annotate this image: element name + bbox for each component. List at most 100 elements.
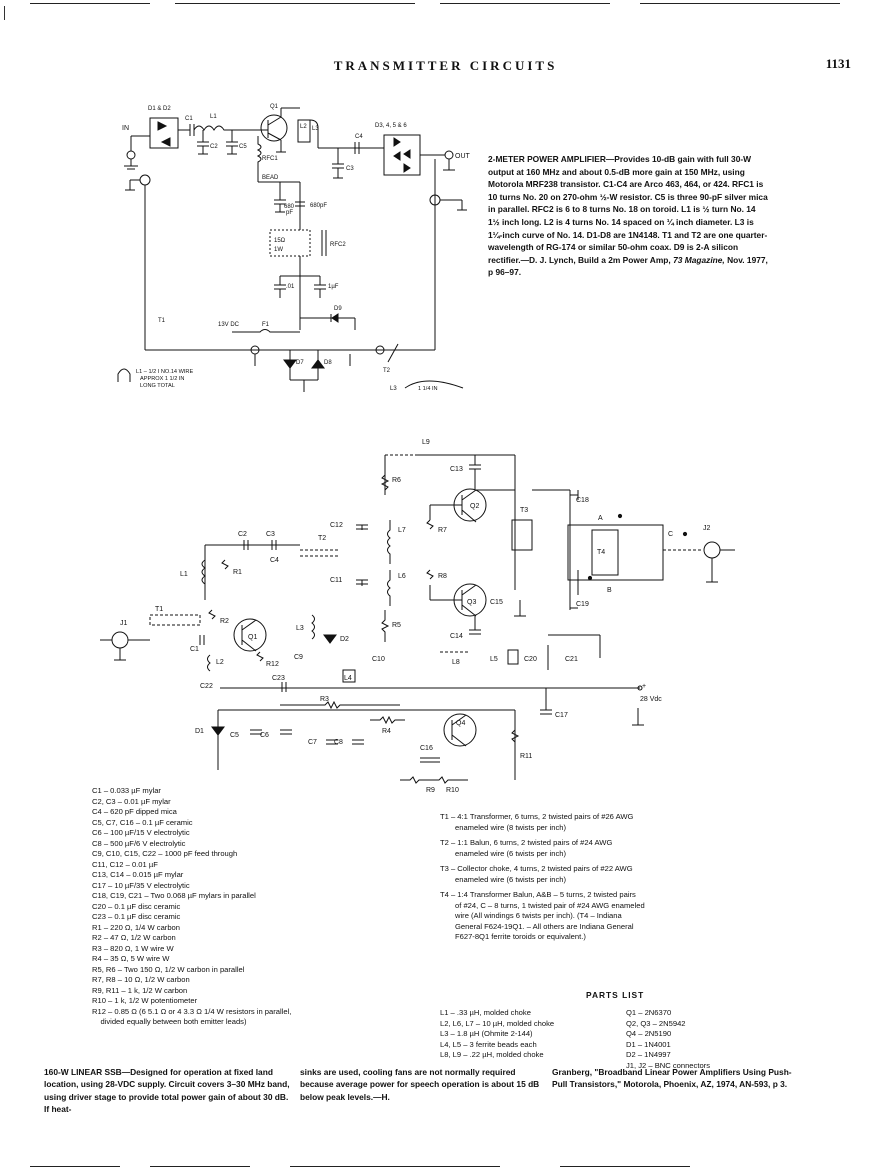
component-list: C1 – 0.033 µF mylar C2, C3 – 0.01 µF myl… <box>92 786 291 1028</box>
component-item: R10 – 1 k, 1/2 W potentiometer <box>92 996 198 1005</box>
transformer-t4: T4 – 1:4 Transformer Balun, A&B – 5 turn… <box>440 890 645 941</box>
fig2-label-r8: R8 <box>438 573 447 580</box>
transformer-t2: T2 – 1:1 Balun, 6 turns, 2 twisted pairs… <box>440 838 613 858</box>
parts-list-right: Q1 – 2N6370 Q2, Q3 – 2N5942 Q4 – 2N5190 … <box>626 1008 710 1071</box>
transistor-q4 <box>443 713 477 747</box>
component-item: C8 – 500 µF/6 V electrolytic <box>92 838 186 848</box>
fig2-label-l3: L3 <box>296 625 304 632</box>
schematic-160w-linear: L9 R6 C13 Q2 T3 C18 A T4 C B J2 C19 L7 R… <box>100 439 735 794</box>
caption-160w-title: 160-W LINEAR SSB— <box>44 1067 131 1077</box>
component-item: R4 – 35 Ω, 5 W wire W <box>92 954 170 963</box>
connector-j1 <box>111 631 129 649</box>
transistor-q1 <box>260 114 288 142</box>
label-d8: D8 <box>324 360 332 366</box>
label-q1: Q1 <box>270 104 279 110</box>
fig2-label-c21: C21 <box>565 656 578 663</box>
fig2-label-t1: T1 <box>155 606 163 613</box>
input-jack <box>126 150 136 160</box>
parts-item: Q2, Q3 – 2N5942 <box>626 1018 686 1028</box>
fig2-label-j1: J1 <box>120 620 128 627</box>
component-item: R12 – 0.85 Ω (6 5.1 Ω or 4 3.3 Ω 1/4 W r… <box>92 1006 292 1016</box>
component-item: divided equally between both emitter lea… <box>92 1017 247 1026</box>
top-rule-fragment <box>640 3 840 4</box>
fig2-label-d2: D2 <box>340 636 349 643</box>
label-d7: D7 <box>296 360 304 366</box>
label-out: OUT <box>455 153 471 160</box>
label-bead: BEAD <box>262 175 279 181</box>
transformer-notes: T1 – 4:1 Transformer, 6 turns, 2 twisted… <box>440 812 760 948</box>
component-item: C9, C10, C15, C22 – 1000 pF feed through <box>92 849 238 858</box>
fig2-label-c: C <box>668 531 673 538</box>
fig2-label-l9: L9 <box>422 439 430 446</box>
fig2-label-c18: C18 <box>576 497 589 504</box>
parts-item: L2, L6, L7 – 10 µH, molded choke <box>440 1018 555 1028</box>
component-item: R5, R6 – Two 150 Ω, 1/2 W carbon in para… <box>92 964 245 974</box>
top-rule-fragment <box>30 3 150 4</box>
fig2-label-c10: C10 <box>372 656 385 663</box>
label-rfc1: RFC1 <box>262 156 278 162</box>
fig2-label-c14: C14 <box>450 633 463 640</box>
note-l1-line1: L1 – 1/2 I NO.14 WIRE <box>136 369 193 375</box>
caption-160w-col3: Granberg, "Broadband Linear Power Amplif… <box>552 1067 792 1090</box>
schematic-2m-amplifier: IN D1 & D2 C1 L1 C2 C5 Q1 RFC1 BEAD L2 L… <box>117 104 471 392</box>
label-pf: pF <box>286 210 293 216</box>
label-d1d2: D1 & D2 <box>148 106 171 112</box>
caption-2m-tail: Nov. 1977, p 96–97. <box>488 254 768 278</box>
parts-item: J1, J2 – BNC connectors <box>626 1060 710 1070</box>
component-item: R3 – 820 Ω, 1 W wire W <box>92 943 174 953</box>
parts-item: L4, L5 – 3 ferrite beads each <box>440 1039 537 1049</box>
fig2-label-r3: R3 <box>320 696 329 703</box>
fig2-label-c23: C23 <box>272 675 285 682</box>
fig2-label-c22: C22 <box>200 683 213 690</box>
component-item: C20 – 0.1 µF disc ceramic <box>92 901 181 911</box>
fig2-label-b: B <box>607 587 612 594</box>
fig2-label-c1: C1 <box>190 646 199 653</box>
note-l3-label: L3 <box>390 386 397 392</box>
component-item: C11, C12 – 0.01 µF <box>92 859 158 869</box>
caption-2m-title: 2-METER POWER AMPLIFIER— <box>488 154 615 164</box>
fig2-label-t2: T2 <box>318 535 326 542</box>
page-number: 1131 <box>825 56 851 71</box>
caption-2m-magazine: 73 Magazine, <box>673 254 725 265</box>
label-c01: .01 <box>286 284 295 290</box>
fig2-label-a: A <box>598 515 603 522</box>
fig2-label-r11: R11 <box>520 753 532 760</box>
label-f1: F1 <box>262 322 270 328</box>
bottom-rule-fragment <box>290 1166 500 1167</box>
fig2-label-r5: R5 <box>392 622 401 629</box>
component-item: C17 – 10 µF/35 V electrolytic <box>92 880 190 890</box>
fig2-label-l1: L1 <box>180 571 188 578</box>
caption-2m-amplifier: 2-METER POWER AMPLIFIER—Provides 10-dB g… <box>488 153 768 279</box>
label-t1: T1 <box>158 318 166 324</box>
fig2-label-c16: C16 <box>420 745 433 752</box>
component-item: C5, C7, C16 – 0.1 µF ceramic <box>92 817 193 827</box>
parts-list-left: L1 – .33 µH, molded choke L2, L6, L7 – 1… <box>440 1008 554 1061</box>
fig2-label-l7: L7 <box>398 527 406 534</box>
note-l1-line2: APPROX 1 1/2 IN <box>140 376 184 382</box>
fig2-label-r4: R4 <box>382 728 391 735</box>
fig2-label-r12: R12 <box>266 661 279 668</box>
label-l3: L3 <box>312 126 319 132</box>
fig2-label-q4: Q4 <box>456 720 465 727</box>
fig2-label-t3: T3 <box>520 507 528 514</box>
fig2-label-t4: T4 <box>597 549 605 556</box>
label-rfc2: RFC2 <box>330 242 346 248</box>
margin-mark <box>4 6 5 20</box>
fig2-label-c7: C7 <box>308 739 317 746</box>
fig2-label-c11: C11 <box>330 577 342 584</box>
caption-2m-body: Provides 10-dB gain with full 30-W outpu… <box>488 154 768 265</box>
page-header-title: TRANSMITTER CIRCUITS <box>333 58 558 73</box>
fig2-label-r6: R6 <box>392 477 401 484</box>
label-l1: L1 <box>210 114 217 120</box>
fig2-label-c9: C9 <box>294 654 303 661</box>
component-item: C6 – 100 µF/15 V electrolytic <box>92 828 190 837</box>
fig2-label-c2: C2 <box>238 531 247 538</box>
component-item: C1 – 0.033 µF mylar <box>92 786 161 795</box>
label-c5: C5 <box>239 144 247 150</box>
component-item: C2, C3 – 0.01 µF mylar <box>92 796 171 806</box>
fig2-label-c8: C8 <box>334 739 343 746</box>
parts-item: D1 – 1N4001 <box>626 1039 671 1049</box>
bottom-rule-fragment <box>150 1166 250 1167</box>
label-t2: T2 <box>383 368 391 374</box>
fig2-label-28vdc: 28 Vdc <box>640 696 662 703</box>
